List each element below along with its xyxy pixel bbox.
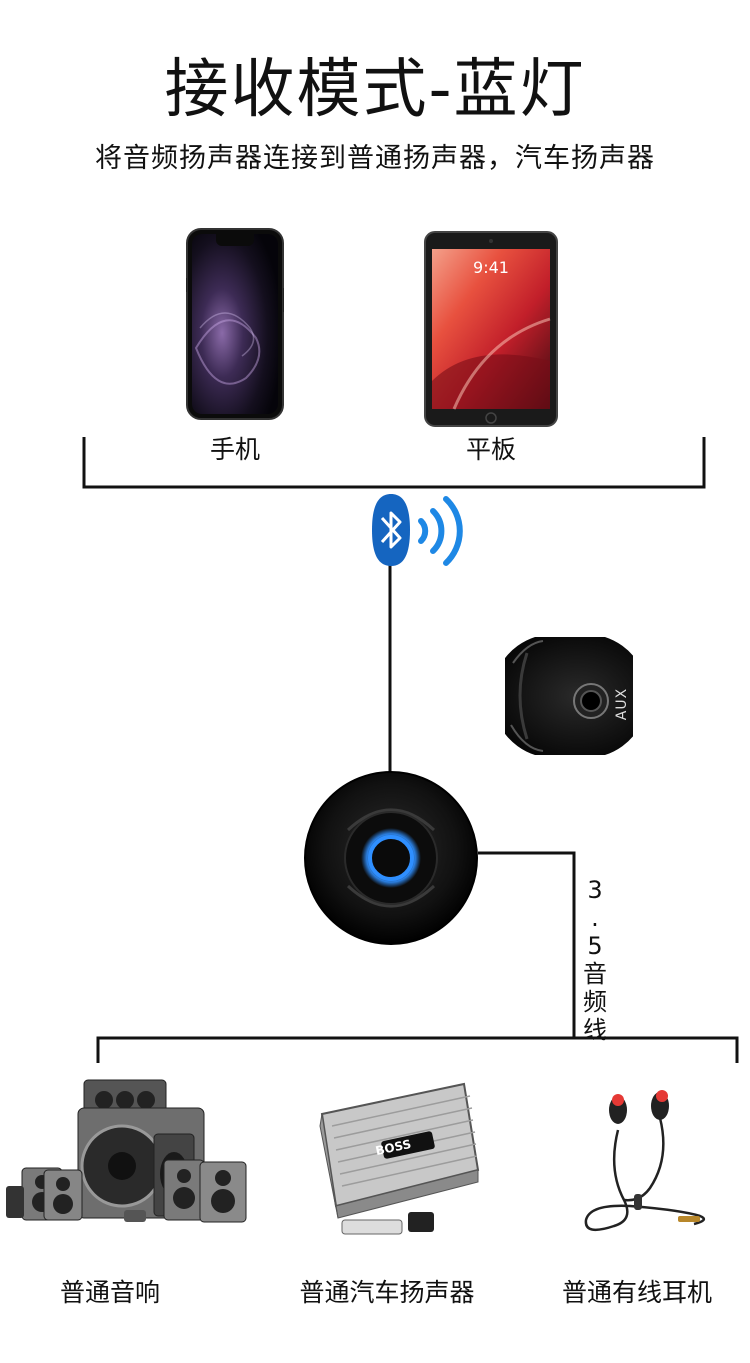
cable-label-char: . bbox=[580, 904, 610, 932]
cable-label-char: 频 bbox=[580, 988, 610, 1016]
wired-earphones-image bbox=[578, 1090, 714, 1244]
output-label-car-speaker: 普通汽车扬声器 bbox=[270, 1273, 504, 1309]
phone-image bbox=[186, 228, 284, 424]
output-label-speakers: 普通音响 bbox=[20, 1273, 200, 1309]
wireless-signal-icon bbox=[415, 493, 471, 573]
tablet-clock: 9:41 bbox=[424, 258, 558, 277]
speaker-system-image bbox=[4, 1074, 252, 1230]
cable-label-char: 3 bbox=[580, 876, 610, 904]
aux-port-label: AUX bbox=[614, 684, 634, 724]
cable-label: 3 . 5 音 频 线 bbox=[580, 876, 610, 1044]
cable-label-char: 线 bbox=[580, 1016, 610, 1044]
bluetooth-receiver-device bbox=[303, 770, 479, 950]
output-label-earphones: 普通有线耳机 bbox=[546, 1273, 728, 1309]
source-label-phone: 手机 bbox=[186, 430, 284, 466]
cable-label-char: 5 bbox=[580, 932, 610, 960]
source-label-tablet: 平板 bbox=[424, 430, 558, 466]
car-amplifier-image bbox=[312, 1078, 482, 1250]
cable-label-char: 音 bbox=[580, 960, 610, 988]
